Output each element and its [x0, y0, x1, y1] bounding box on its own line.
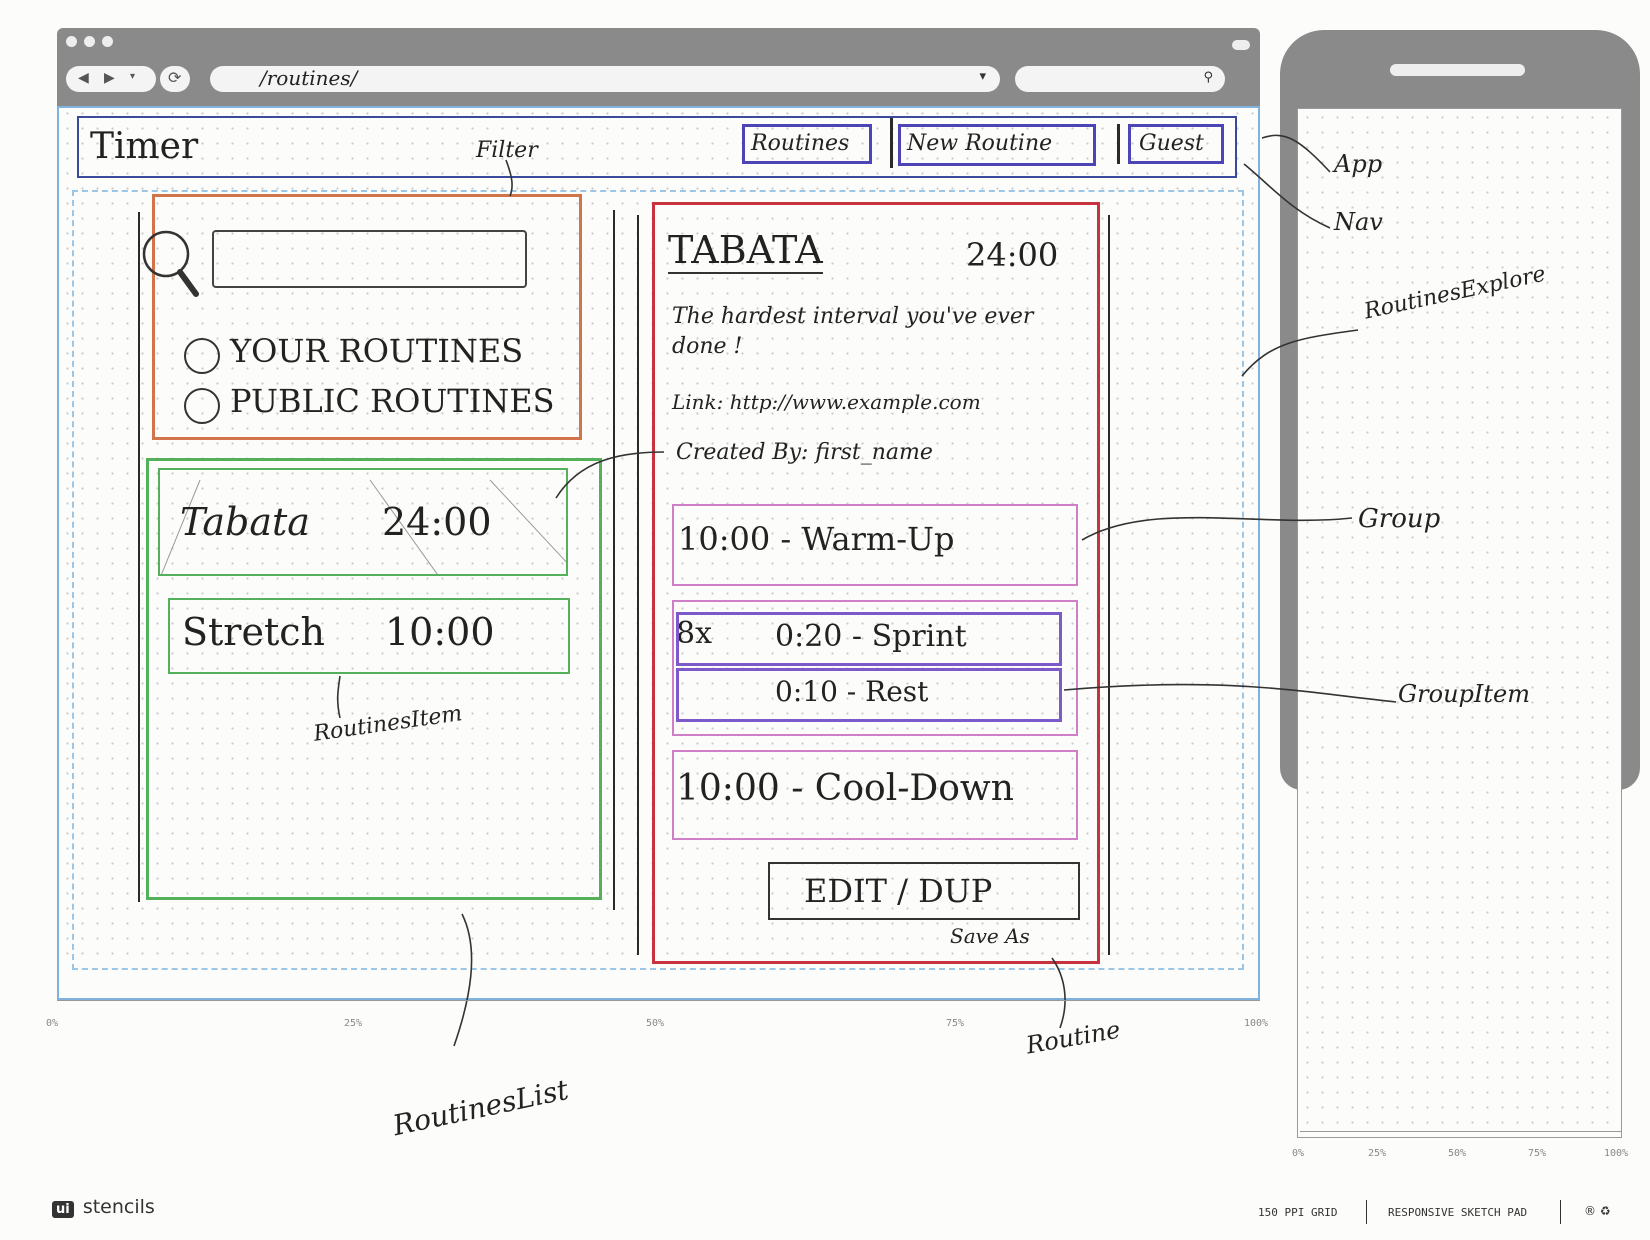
routine-item-time: 10:00: [385, 610, 495, 654]
filter-panel: [152, 194, 582, 440]
footer-grid: 150 PPI GRID: [1258, 1206, 1338, 1219]
ruler-label: 75%: [1528, 1148, 1547, 1159]
ruler-label: 50%: [646, 1018, 665, 1029]
ruler-label: 100%: [1604, 1148, 1629, 1159]
radio-button-icon[interactable]: [184, 388, 220, 424]
app-title: Timer: [90, 126, 199, 167]
nav-routines-button[interactable]: Routines: [742, 124, 872, 164]
app-container: [57, 106, 1260, 1000]
routine-total-time: 24:00: [966, 236, 1059, 274]
annotation-nav: Nav: [1334, 208, 1383, 236]
column-divider: [138, 212, 140, 902]
annotation-app: App: [1334, 150, 1383, 178]
filter-option-public-routines[interactable]: PUBLIC ROUTINES: [182, 380, 562, 426]
selected-hatch: [161, 479, 566, 574]
save-as-note: Save As: [950, 924, 1030, 948]
window-dot: [102, 36, 113, 47]
ruler-label: 25%: [1368, 1148, 1387, 1159]
dropdown-icon[interactable]: ▾: [979, 69, 986, 84]
ruler-label: 75%: [946, 1018, 965, 1029]
footer-divider: [1560, 1200, 1561, 1224]
radio-button-icon[interactable]: [184, 338, 220, 374]
annotation-routine: Routine: [1024, 1015, 1123, 1060]
filter-option-label: YOUR ROUTINES: [230, 332, 524, 370]
group-label: 10:00 - Cool-Down: [676, 768, 1014, 809]
nav-divider: [1117, 124, 1120, 164]
browser-search-field[interactable]: ⚲: [1015, 66, 1225, 92]
footer-brand: ui stencils: [52, 1196, 155, 1218]
group-label: 10:00 - Warm-Up: [678, 520, 955, 558]
address-text: /routines/: [260, 66, 358, 90]
back-icon[interactable]: ◀: [78, 70, 89, 86]
edit-dup-label: EDIT / DUP: [804, 872, 993, 910]
nav-new-routine-button[interactable]: New Routine: [898, 124, 1096, 166]
window-control[interactable]: [1232, 40, 1250, 50]
column-divider: [613, 210, 615, 910]
nav-new-routine-label: New Routine: [907, 131, 1053, 156]
column-divider: [1108, 215, 1110, 955]
group-item-label: 0:20 - Sprint: [775, 619, 967, 654]
chevron-down-icon[interactable]: ▾: [130, 71, 136, 82]
browser-ruler: [57, 1000, 1260, 1014]
annotation-group: Group: [1358, 504, 1441, 534]
group-repeat: 8x: [676, 616, 713, 651]
phone-grid-paper: [1300, 110, 1620, 1130]
group: 10:00 - Cool-Down: [672, 750, 1078, 840]
footer-pad: RESPONSIVE SKETCH PAD: [1388, 1206, 1528, 1219]
nav-guest-button[interactable]: Guest: [1128, 124, 1224, 164]
window-dot: [84, 36, 95, 47]
routine-item-name: Stretch: [182, 610, 325, 654]
footer-divider: [1366, 1200, 1367, 1224]
group: 8x 0:20 - Sprint 0:10 - Rest: [672, 600, 1078, 736]
annotation-filter: Filter: [476, 138, 538, 163]
window-dot: [66, 36, 77, 47]
routine-item-name: Tabata: [180, 500, 310, 544]
ruler-label: 0%: [1292, 1148, 1305, 1159]
phone-speaker: [1390, 64, 1525, 76]
annotation-routines-list: RoutinesList: [390, 1072, 572, 1143]
history-buttons[interactable]: ◀ ▶ ▾: [66, 66, 156, 92]
reload-button[interactable]: ⟳: [160, 66, 190, 92]
ruler-label: 50%: [1448, 1148, 1467, 1159]
ruler-label: 25%: [344, 1018, 363, 1029]
routine-created-by: Created By: first_name: [676, 440, 933, 465]
routines-item[interactable]: Stretch 10:00: [168, 598, 570, 674]
routines-explore-container: [72, 190, 1244, 970]
brand-name: stencils: [82, 1196, 155, 1218]
annotation-group-item: GroupItem: [1398, 680, 1530, 708]
footer-marks: ® ♻: [1584, 1204, 1611, 1218]
ruler-label: 100%: [1244, 1018, 1269, 1029]
routine-description: The hardest interval you've ever done !: [672, 304, 1034, 359]
nav-divider: [890, 118, 893, 168]
group: 10:00 - Warm-Up: [672, 504, 1078, 586]
filter-option-label: PUBLIC ROUTINES: [230, 382, 555, 420]
search-icon[interactable]: [142, 230, 202, 302]
routine-item-time: 24:00: [382, 500, 492, 544]
ruler-label: 0%: [46, 1018, 59, 1029]
edit-dup-button[interactable]: EDIT / DUP: [768, 862, 1080, 920]
group-item[interactable]: 0:10 - Rest: [676, 668, 1062, 722]
filter-option-your-routines[interactable]: YOUR ROUTINES: [182, 330, 562, 376]
nav-guest-label: Guest: [1139, 131, 1204, 156]
group-item[interactable]: 0:20 - Sprint: [676, 612, 1062, 666]
nav-bar: [77, 116, 1237, 178]
group-item-label: 0:10 - Rest: [775, 675, 929, 708]
column-divider: [637, 215, 639, 955]
reload-icon: ⟳: [168, 68, 182, 87]
routine-panel: [652, 202, 1100, 964]
routine-link[interactable]: Link: http://www.example.com: [672, 390, 981, 414]
search-input[interactable]: [212, 230, 527, 288]
routines-item-selected[interactable]: Tabata 24:00: [158, 468, 568, 576]
forward-icon[interactable]: ▶: [104, 70, 115, 86]
brand-badge: ui: [52, 1201, 74, 1218]
phone-ruler: [1300, 1118, 1622, 1132]
search-icon[interactable]: ⚲: [1203, 70, 1213, 85]
nav-routines-label: Routines: [751, 131, 850, 156]
routines-list: [146, 458, 602, 900]
routine-title: TABATA: [668, 228, 823, 274]
address-bar[interactable]: /routines/ ▾: [210, 66, 1000, 92]
